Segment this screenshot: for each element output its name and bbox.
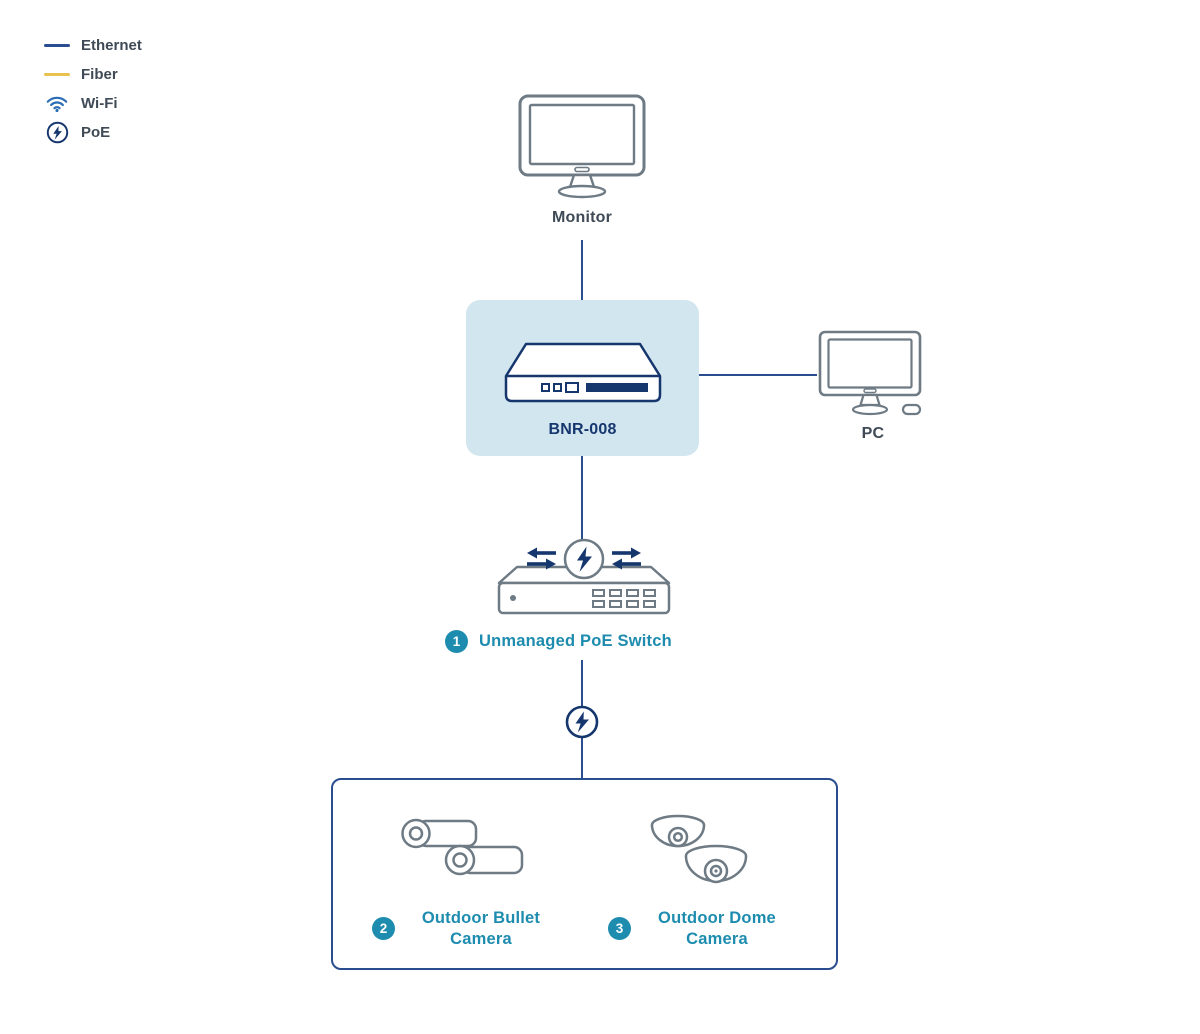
poe-switch-icon [497,538,671,615]
poe-link-icon [565,705,599,739]
switch-label-row: 1 Unmanaged PoE Switch [445,630,672,653]
nvr-icon [504,342,662,403]
dome-camera-number-badge: 3 [608,917,631,941]
legend-label-fiber: Fiber [81,65,118,83]
nvr-label: BNR-008 [548,421,617,438]
dome-camera-label-row: 3 Outdoor Dome Camera [608,908,792,949]
switch-number-badge: 1 [445,630,468,653]
switch-label: Unmanaged PoE Switch [479,632,672,650]
legend-label-ethernet: Ethernet [81,36,142,54]
legend-item-poe: PoE [44,121,142,143]
wifi-icon [44,94,70,113]
pc-icon [818,330,922,416]
poe-icon [44,121,70,144]
legend: Ethernet Fiber Wi-Fi [44,34,142,143]
monitor-icon [518,94,646,199]
bullet-camera-label: Outdoor Bullet Camera [421,909,541,948]
legend-label-poe: PoE [81,123,111,141]
ethernet-line-icon [44,43,70,47]
bullet-camera-label-row: 2 Outdoor Bullet Camera [372,908,556,949]
bullet-camera-number-badge: 2 [372,917,395,941]
dome-camera-label: Outdoor Dome Camera [658,909,776,948]
legend-item-fiber: Fiber [44,63,142,85]
monitor-label: Monitor [551,209,613,226]
legend-item-wifi: Wi-Fi [44,92,142,114]
dome-camera-icon [650,814,748,884]
ethernet-link-nvr-pc [699,374,817,376]
legend-item-ethernet: Ethernet [44,34,142,56]
ethernet-link-nvr-switch [581,456,583,542]
fiber-line-icon [44,72,70,76]
legend-label-wifi: Wi-Fi [81,94,118,112]
bullet-camera-icon [401,818,524,876]
ethernet-link-monitor-nvr [581,240,583,300]
pc-label: PC [861,425,885,442]
camera-group-box [331,778,838,970]
